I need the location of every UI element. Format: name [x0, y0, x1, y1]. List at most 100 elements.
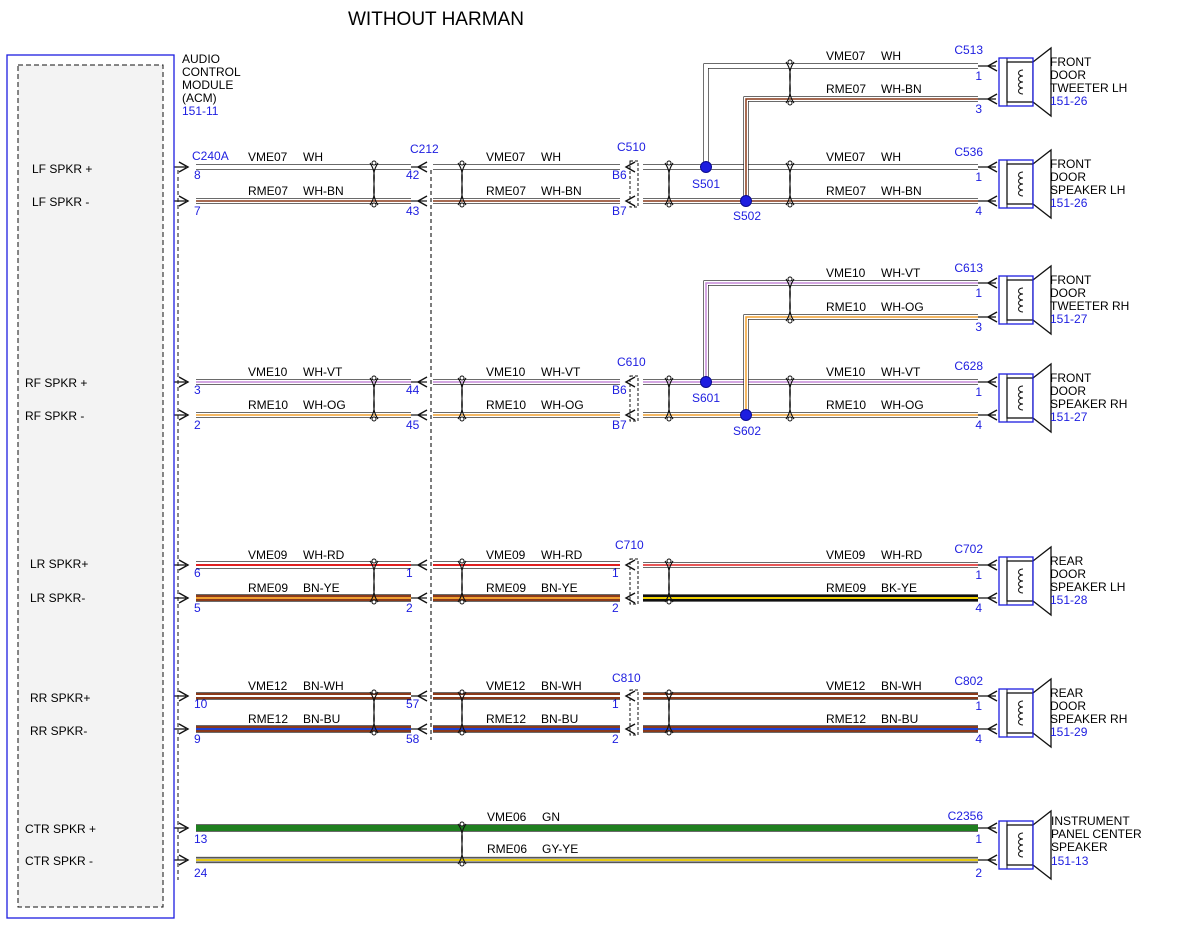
- speaker-connector-id: C628: [954, 359, 983, 373]
- connector-arrow: [624, 409, 636, 421]
- speaker-pin-number: 2: [975, 866, 982, 880]
- speaker-outline: [998, 275, 1034, 325]
- speaker-name-line: DOOR: [1050, 384, 1086, 398]
- speaker-circuit-label: VME10: [826, 266, 866, 280]
- speaker-pin-number: 1: [975, 385, 982, 399]
- connector-arrow: [416, 592, 428, 604]
- twist-end: [787, 318, 793, 324]
- speaker-cone: [1032, 677, 1052, 749]
- speaker-coil: [1018, 568, 1024, 594]
- connector-arrow: [624, 559, 636, 571]
- speaker-terminal: [998, 159, 1008, 209]
- speaker-outline: [998, 159, 1034, 209]
- twisted-pair-mark: [785, 61, 795, 104]
- speaker-terminal: [998, 820, 1008, 870]
- speaker-outline: [998, 57, 1034, 107]
- connector-arrow: [624, 592, 636, 604]
- circuit-label: RME12: [486, 712, 526, 726]
- wire-color-label: BN-WH: [303, 679, 344, 693]
- inline-connector-box: [629, 375, 639, 422]
- twist-end: [459, 821, 465, 827]
- twisted-pair-mark: [369, 377, 379, 420]
- module-name-line: CONTROL: [182, 65, 241, 79]
- connector-arrow: [986, 376, 998, 388]
- speaker-name-line: SPEAKER RH: [1050, 397, 1127, 411]
- twist-end: [459, 599, 465, 605]
- connector-arrow: [178, 409, 190, 421]
- connector-arrow: [986, 592, 998, 604]
- speaker-wire-color: BN-BU: [881, 712, 918, 726]
- speaker-name-line: TWEETER RH: [1050, 299, 1129, 313]
- speaker-circuit-label: RME07: [826, 82, 866, 96]
- acm-pin-number: 10: [194, 697, 208, 711]
- twist-end: [787, 160, 793, 166]
- speaker-pin-number: 3: [975, 320, 982, 334]
- connector-arrow: [416, 409, 428, 421]
- speaker-ref: 151-26: [1050, 196, 1088, 210]
- connector-arrow: [986, 723, 998, 735]
- twist-end: [666, 689, 672, 695]
- speaker-circuit-label: RME10: [826, 300, 866, 314]
- inline-pin-number: 2: [612, 601, 619, 615]
- twisted-pair-mark: [457, 162, 467, 206]
- acm-pin-number: 5: [194, 601, 201, 615]
- inline-pin-number: B7: [612, 418, 627, 432]
- inline-pin-number: 1: [612, 566, 619, 580]
- speaker-pin-number: 3: [975, 102, 982, 116]
- c212-pin-number: 2: [406, 601, 413, 615]
- speaker-pin-number: 4: [975, 732, 982, 746]
- twisted-pair-mark: [664, 691, 674, 734]
- connector-arrow: [986, 161, 998, 173]
- speaker-name-line: DOOR: [1050, 286, 1086, 300]
- circuit-label: VME12: [248, 679, 288, 693]
- twist-end: [371, 202, 377, 208]
- speaker-circuit-label: RME07: [826, 184, 866, 198]
- speaker-outline: [998, 373, 1034, 423]
- twist-end: [459, 375, 465, 381]
- twist-end: [666, 202, 672, 208]
- twisted-pair-mark: [369, 560, 379, 603]
- wire-tweeter-lh-minus-stripe: [745, 98, 978, 201]
- speaker-ref: 151-27: [1050, 410, 1088, 424]
- circuit-label: RME09: [248, 581, 288, 595]
- circuit-label: RME10: [248, 398, 288, 412]
- wire-color-label: GN: [542, 810, 560, 824]
- c212-pin-number: 43: [406, 204, 420, 218]
- inline-connector-box: [629, 160, 639, 208]
- speaker-pin-number: 4: [975, 601, 982, 615]
- speaker-connector-id: C613: [954, 261, 983, 275]
- circuit-label: VME10: [486, 365, 526, 379]
- twisted-pair-mark: [664, 560, 674, 603]
- wire-color-label: WH: [541, 150, 561, 164]
- speaker-pin-number: 4: [975, 418, 982, 432]
- speaker-coil: [1018, 832, 1024, 858]
- connector-arrow: [986, 277, 998, 289]
- twist-end: [787, 375, 793, 381]
- wire-color-label: WH: [303, 150, 323, 164]
- twist-end: [371, 416, 377, 422]
- speaker-connector-id: C702: [954, 542, 983, 556]
- speaker-wire-color: WH-VT: [881, 365, 921, 379]
- speaker-coil: [1018, 287, 1024, 313]
- twist-end: [787, 416, 793, 422]
- speaker-name-line: INSTRUMENT: [1051, 814, 1130, 828]
- speaker-outline: [998, 556, 1034, 606]
- wire-color-label: BN-WH: [541, 679, 582, 693]
- acm-pin-label: LF SPKR +: [32, 162, 92, 176]
- twisted-pair-mark: [664, 162, 674, 206]
- connector-arrow: [986, 311, 998, 323]
- speaker-circuit-label: VME07: [826, 49, 866, 63]
- twist-end: [371, 375, 377, 381]
- speaker-magnet: [1006, 560, 1034, 602]
- inline-connector-box: [629, 558, 639, 605]
- wire-color-label: GY-YE: [542, 842, 578, 856]
- speaker-pin-number: 1: [975, 286, 982, 300]
- connector-arrow: [624, 690, 636, 702]
- connector-arrow: [986, 822, 998, 834]
- connector-arrow: [986, 93, 998, 105]
- c610-id: C610: [617, 355, 646, 369]
- speaker-coil: [1018, 69, 1024, 95]
- speaker-wire-color: WH-BN: [881, 82, 922, 96]
- speaker-wire-color: WH-VT: [881, 266, 921, 280]
- twisted-pair-mark: [664, 377, 674, 420]
